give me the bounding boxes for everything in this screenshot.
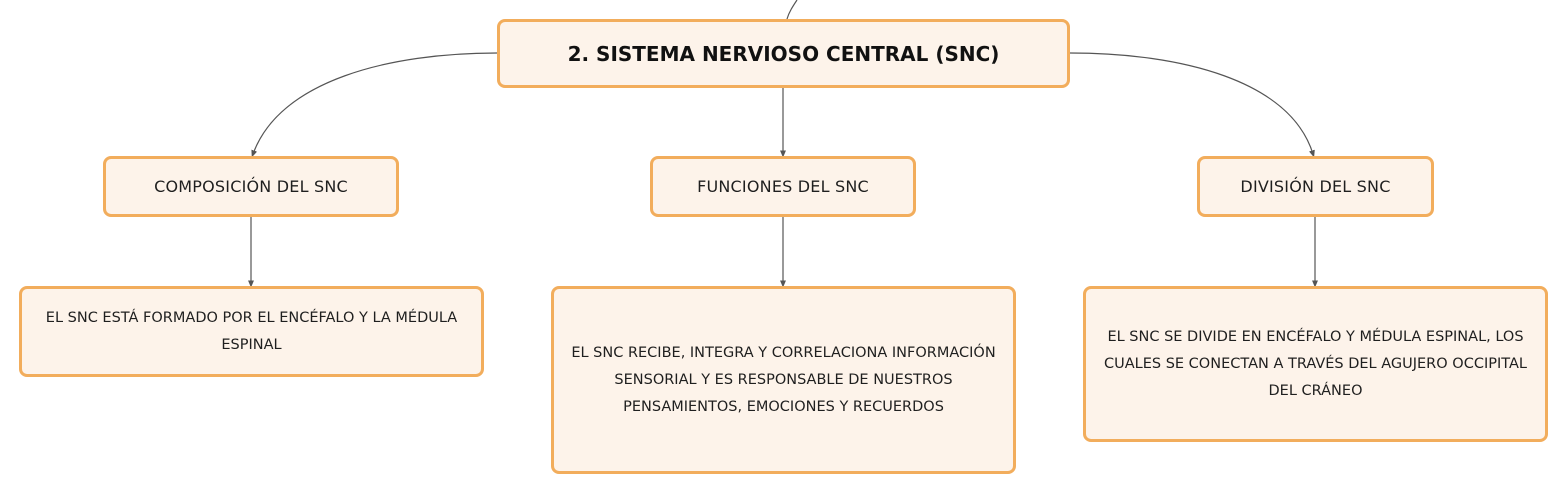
detail-node-division-text: EL SNC SE DIVIDE EN ENCÉFALO Y MÉDULA ES… [1104,328,1527,399]
root-node[interactable]: 2. SISTEMA NERVIOSO CENTRAL (SNC) [497,19,1070,88]
incoming-connector [786,0,798,20]
detail-node-funciones-text: EL SNC RECIBE, INTEGRA Y CORRELACIONA IN… [571,344,996,415]
branch-node-funciones[interactable]: FUNCIONES DEL SNC [650,156,916,217]
root-node-label: 2. SISTEMA NERVIOSO CENTRAL (SNC) [567,41,1000,66]
branch-node-composicion-label: COMPOSICIÓN DEL SNC [154,177,348,196]
detail-node-composicion[interactable]: EL SNC ESTÁ FORMADO POR EL ENCÉFALO Y LA… [19,286,484,377]
connector-root-to-composicion [251,52,498,158]
detail-node-division[interactable]: EL SNC SE DIVIDE EN ENCÉFALO Y MÉDULA ES… [1083,286,1548,442]
detail-node-composicion-text: EL SNC ESTÁ FORMADO POR EL ENCÉFALO Y LA… [45,309,458,353]
branch-node-division-label: DIVISIÓN DEL SNC [1240,177,1391,196]
branch-node-funciones-label: FUNCIONES DEL SNC [697,177,869,196]
detail-node-funciones[interactable]: EL SNC RECIBE, INTEGRA Y CORRELACIONA IN… [551,286,1016,474]
branch-node-composicion[interactable]: COMPOSICIÓN DEL SNC [103,156,399,217]
branch-node-division[interactable]: DIVISIÓN DEL SNC [1197,156,1434,217]
connector-root-to-division [1069,52,1315,158]
